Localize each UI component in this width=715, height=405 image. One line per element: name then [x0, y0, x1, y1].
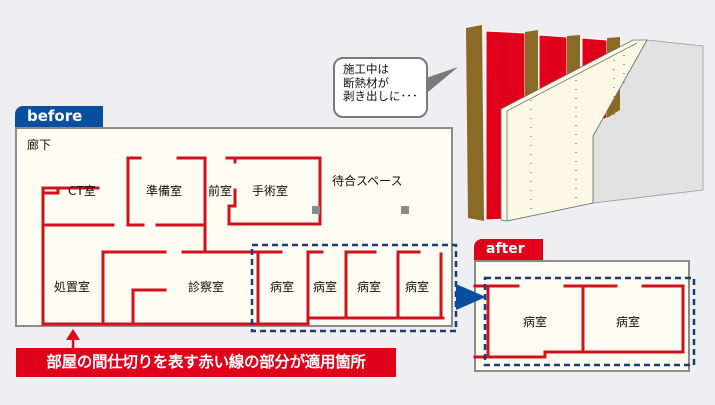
after-target-area [483, 276, 696, 367]
pillar [401, 206, 409, 214]
after-wall-mid [563, 284, 618, 354]
red-arrow-up-head [66, 329, 80, 340]
room-label-ward-3: 病室 [357, 280, 382, 294]
before-tab: before [15, 106, 103, 127]
wall-ct-closet [41, 186, 60, 195]
room-label-prep: 準備室 [146, 184, 183, 198]
after-room-label-ward-2: 病室 [616, 315, 641, 329]
room-label-anteroom: 前室 [208, 184, 233, 198]
room-label-surgery: 手術室 [252, 184, 289, 198]
wall-ward-4 [396, 250, 421, 320]
bubble-line-2: 断熱材が [343, 75, 389, 90]
room-label-exam: 診察室 [188, 280, 225, 294]
room-label-waiting: 待合スペース [332, 174, 403, 188]
pillar [312, 206, 320, 214]
room-label-ct: CT室 [68, 184, 96, 198]
gypsum-board [500, 39, 648, 222]
room-label-ward-1: 病室 [270, 280, 295, 294]
wall-exam-inner [131, 288, 167, 326]
room-label-corridor: 廊下 [27, 138, 52, 152]
after-tab: after [474, 239, 543, 260]
room-label-ward-4: 病室 [405, 280, 430, 294]
speech-bubble-tail [426, 67, 458, 92]
before-target-area [250, 243, 458, 333]
blue-triangle-right-icon [456, 284, 486, 310]
wall-ward-1 [256, 250, 283, 326]
wall-ct-room [41, 186, 100, 326]
bubble-line-3: 剥き出しに･･･ [343, 89, 418, 103]
application-area-callout: 部屋の間仕切りを表す赤い線の部分が適用箇所 [16, 348, 396, 377]
after-room-label-ward-1: 病室 [523, 315, 548, 329]
wood-stud [466, 25, 484, 221]
wall-prep-room-top [155, 156, 207, 227]
wall-ward-3 [344, 250, 377, 320]
bubble-line-1: 施工中は [343, 62, 389, 76]
room-label-ward-2: 病室 [313, 280, 338, 294]
wall-surgery-top [225, 156, 322, 226]
speech-bubble: 施工中は 断熱材が 剥き出しに･･･ [333, 57, 428, 118]
wall-ward-2 [306, 250, 445, 326]
room-label-treatment: 処置室 [54, 280, 91, 294]
after-wall-left [473, 284, 685, 359]
wall-exam-top [101, 250, 167, 326]
wall-prep-room [126, 156, 145, 227]
